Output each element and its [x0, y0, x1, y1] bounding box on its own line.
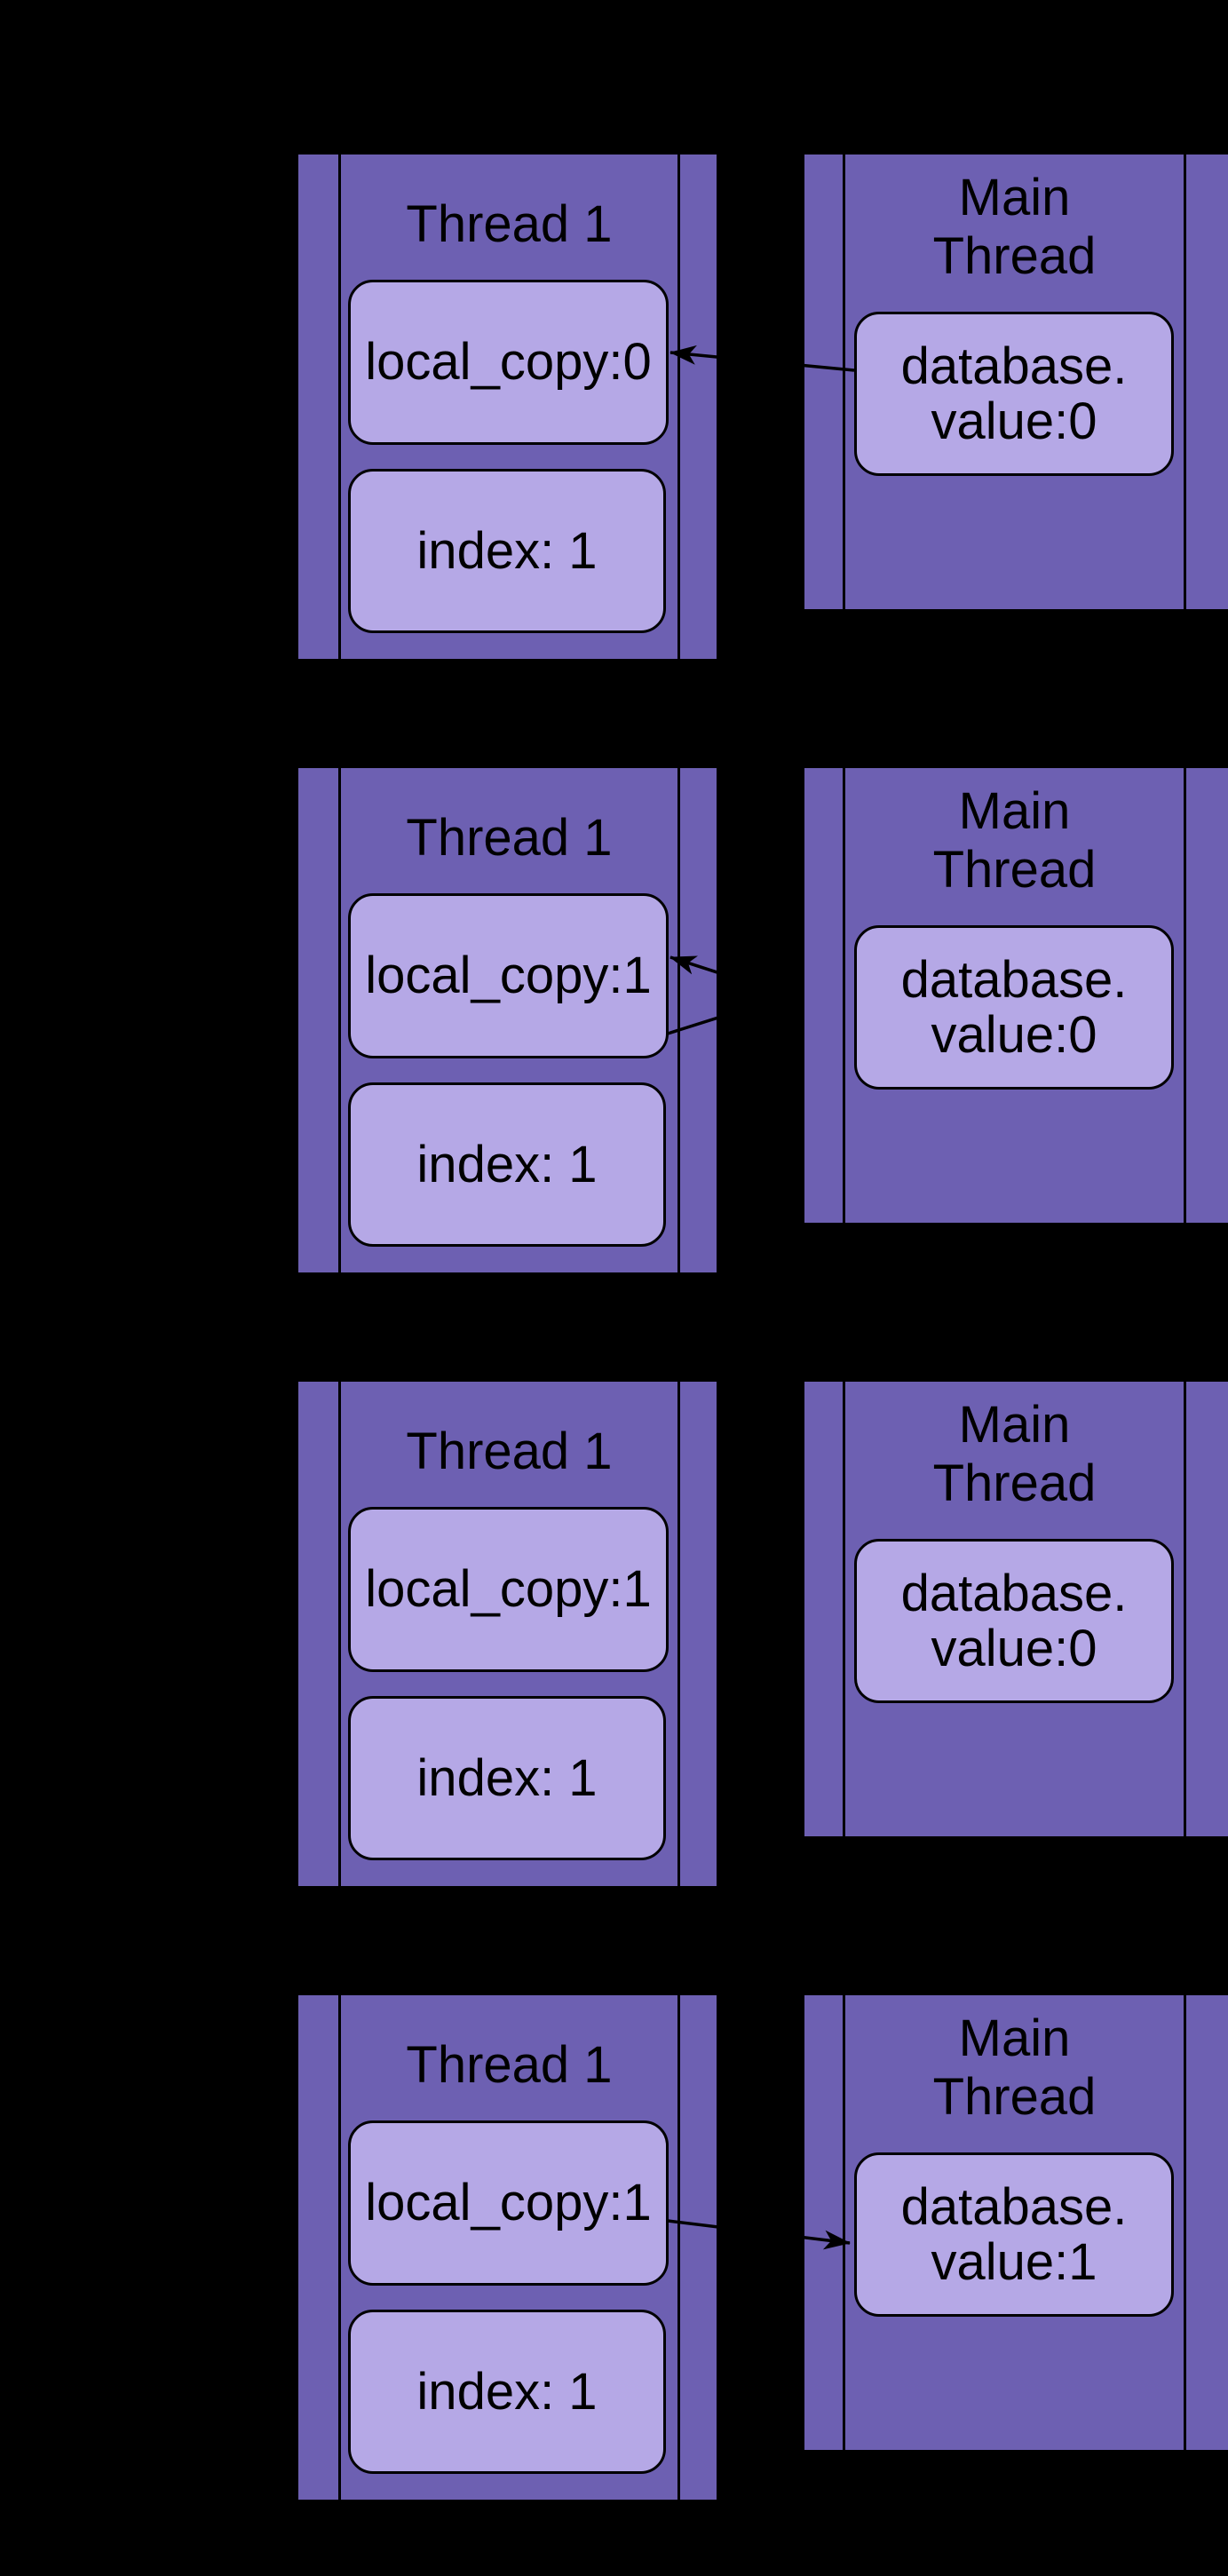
thread1-title: Thread 1 — [406, 1423, 613, 1480]
index-value: index: 1 — [416, 1748, 598, 1807]
thread1-lane-row1: Thread 1 local_copy:0 index: 1 — [296, 152, 719, 662]
lane-inner-line-left — [843, 155, 845, 609]
main-thread-title: Main Thread — [845, 2009, 1184, 2127]
local-copy-box: local_copy:0 — [348, 280, 669, 445]
thread1-title: Thread 1 — [406, 2036, 613, 2094]
lane-inner-line-left — [338, 1382, 341, 1886]
lane-inner-line-right — [677, 1382, 680, 1886]
database-value-text: database. value:0 — [900, 950, 1128, 1064]
main-thread-title: Main Thread — [845, 1396, 1184, 1513]
index-value: index: 1 — [416, 521, 598, 580]
lane-inner-line-right — [1184, 1382, 1186, 1836]
lane-inner-line-right — [677, 1995, 680, 2500]
main-thread-lane-row4: Main Thread database. value:1 — [802, 1993, 1228, 2453]
index-box: index: 1 — [348, 2310, 666, 2474]
database-value-box: database. value:1 — [854, 2152, 1174, 2317]
lane-inner-line-right — [1184, 1995, 1186, 2450]
thread1-lane-row4: Thread 1 local_copy:1 index: 1 — [296, 1993, 719, 2502]
index-box: index: 1 — [348, 1082, 666, 1247]
index-value: index: 1 — [416, 1135, 598, 1193]
database-value-box: database. value:0 — [854, 312, 1174, 476]
lane-inner-line-right — [1184, 155, 1186, 609]
database-value-text: database. value:0 — [900, 1564, 1128, 1677]
main-thread-lane-row1: Main Thread database. value:0 — [802, 152, 1228, 612]
local-copy-box: local_copy:1 — [348, 2120, 669, 2286]
main-thread-title-line2: Thread — [932, 2068, 1097, 2126]
lane-inner-line-right — [677, 155, 680, 659]
database-value-text: database. value:1 — [900, 2177, 1128, 2291]
main-thread-title-line1: Main — [958, 2009, 1071, 2067]
database-value-text: database. value:0 — [900, 337, 1128, 450]
main-thread-title-line2: Thread — [932, 841, 1097, 899]
lane-inner-line-left — [338, 768, 341, 1272]
lane-inner-line-left — [338, 1995, 341, 2500]
lane-inner-line-left — [843, 768, 845, 1223]
index-box: index: 1 — [348, 1696, 666, 1860]
main-thread-title-line1: Main — [958, 169, 1071, 226]
main-thread-title-line2: Thread — [932, 227, 1097, 285]
local-copy-value: local_copy:1 — [365, 2174, 652, 2231]
lane-inner-line-right — [1184, 768, 1186, 1223]
main-thread-lane-row3: Main Thread database. value:0 — [802, 1379, 1228, 1839]
lane-inner-line-left — [843, 1382, 845, 1836]
thread1-lane-row2: Thread 1 local_copy:1 index: 1 — [296, 765, 719, 1275]
main-thread-lane-row2: Main Thread database. value:0 — [802, 765, 1228, 1225]
database-value-box: database. value:0 — [854, 925, 1174, 1090]
thread1-title: Thread 1 — [406, 195, 613, 253]
local-copy-value: local_copy:1 — [365, 1560, 652, 1618]
local-copy-box: local_copy:1 — [348, 893, 669, 1058]
local-copy-value: local_copy:0 — [365, 333, 652, 391]
database-value-box: database. value:0 — [854, 1539, 1174, 1703]
index-value: index: 1 — [416, 2362, 598, 2421]
thread1-title: Thread 1 — [406, 809, 613, 867]
main-thread-title-line1: Main — [958, 782, 1071, 840]
local-copy-value: local_copy:1 — [365, 947, 652, 1004]
thread1-lane-row3: Thread 1 local_copy:1 index: 1 — [296, 1379, 719, 1889]
index-box: index: 1 — [348, 469, 666, 633]
local-copy-box: local_copy:1 — [348, 1507, 669, 1672]
main-thread-title-line2: Thread — [932, 1454, 1097, 1512]
main-thread-title: Main Thread — [845, 782, 1184, 900]
lane-inner-line-left — [338, 155, 341, 659]
main-thread-title: Main Thread — [845, 169, 1184, 286]
main-thread-title-line1: Main — [958, 1396, 1071, 1454]
lane-inner-line-right — [677, 768, 680, 1272]
